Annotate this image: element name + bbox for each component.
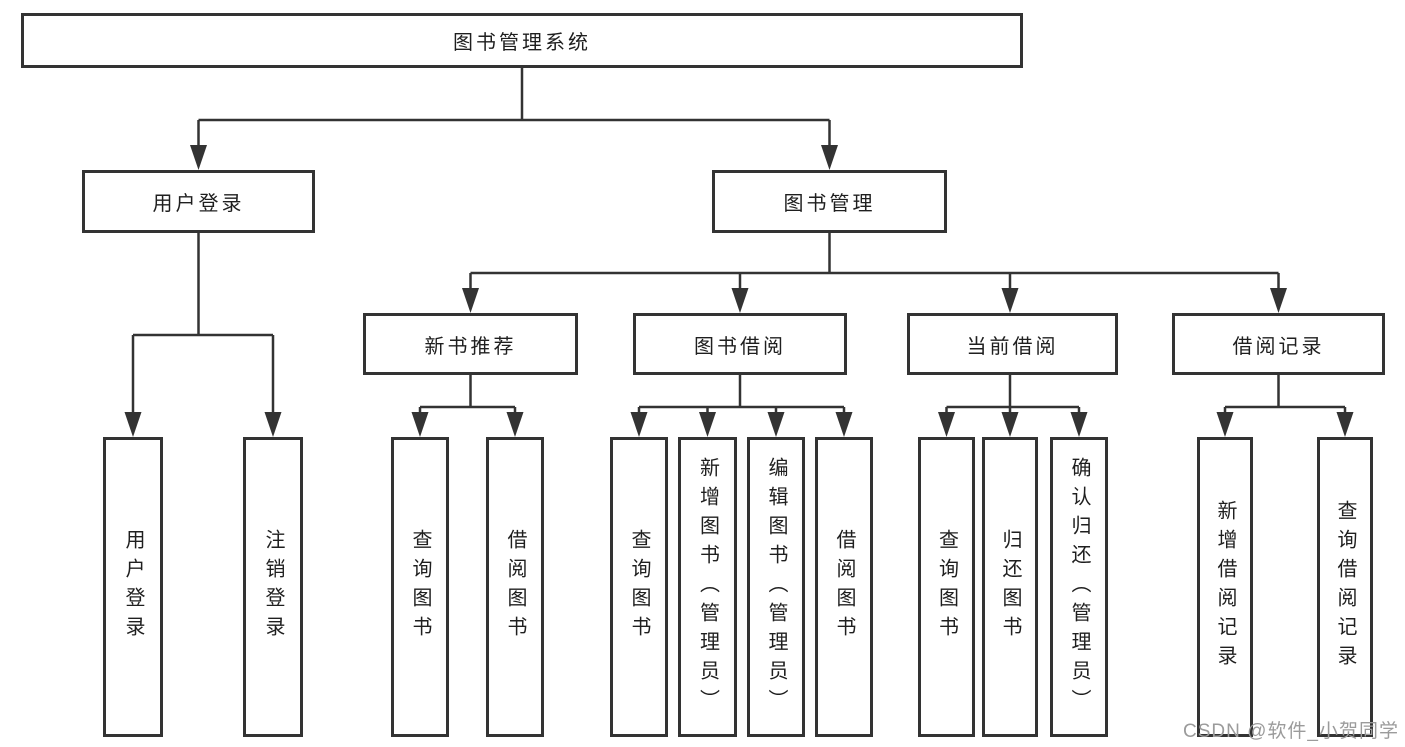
csdn-watermark: CSDN @软件_小贺同学 (1183, 721, 1399, 742)
leaf-borrow-edit-books-admin-label: 编辑图书（管理员） (765, 456, 787, 718)
node-current-borrowing: 当前借阅 (907, 313, 1118, 375)
leaf-newrec-query-books-label: 查询图书 (409, 529, 431, 645)
node-book-management: 图书管理 (712, 170, 947, 233)
node-borrowing-records-label: 借阅记录 (1232, 335, 1325, 358)
node-borrowing-records: 借阅记录 (1172, 313, 1385, 375)
leaf-current-return-books-label: 归还图书 (999, 529, 1021, 645)
leaf-current-query-books-label: 查询图书 (935, 529, 958, 645)
node-book-borrowing-label: 图书借阅 (694, 335, 786, 358)
node-new-book-recommend: 新书推荐 (363, 313, 578, 375)
leaf-current-confirm-return-admin-label: 确认归还（管理员） (1068, 456, 1090, 718)
leaf-records-add-record: 新增借阅记录 (1197, 437, 1253, 737)
leaf-logout: 注销登录 (243, 437, 303, 737)
arrowheads (124, 145, 1354, 437)
leaf-records-query-record: 查询借阅记录 (1317, 437, 1373, 737)
node-root-label: 图书管理系统 (453, 32, 591, 54)
leaf-borrow-query-books: 查询图书 (610, 437, 668, 737)
leaf-borrow-query-books-label: 查询图书 (628, 529, 650, 645)
node-current-borrowing-label: 当前借阅 (966, 335, 1059, 358)
node-root-system: 图书管理系统 (21, 13, 1023, 68)
leaf-user-login-label: 用户登录 (122, 529, 144, 645)
leaf-current-confirm-return-admin: 确认归还（管理员） (1050, 437, 1108, 737)
leaf-current-return-books: 归还图书 (982, 437, 1038, 737)
leaf-borrow-add-books-admin: 新增图书（管理员） (678, 437, 737, 737)
node-user-login-label: 用户登录 (152, 193, 245, 215)
leaf-newrec-query-books: 查询图书 (391, 437, 449, 737)
leaf-records-query-record-label: 查询借阅记录 (1334, 500, 1356, 674)
leaf-records-add-record-label: 新增借阅记录 (1214, 500, 1236, 674)
leaf-user-login: 用户登录 (103, 437, 163, 737)
leaf-borrow-borrow-books: 借阅图书 (815, 437, 873, 737)
leaf-borrow-borrow-books-label: 借阅图书 (833, 529, 855, 645)
leaf-logout-label: 注销登录 (262, 529, 284, 645)
leaf-newrec-borrow-books-label: 借阅图书 (504, 529, 526, 645)
leaf-current-query-books: 查询图书 (918, 437, 975, 737)
node-user-login: 用户登录 (82, 170, 315, 233)
leaf-newrec-borrow-books: 借阅图书 (486, 437, 544, 737)
leaf-borrow-edit-books-admin: 编辑图书（管理员） (747, 437, 805, 737)
node-book-management-label: 图书管理 (783, 193, 876, 215)
leaf-borrow-add-books-admin-label: 新增图书（管理员） (696, 456, 719, 718)
node-new-book-recommend-label: 新书推荐 (424, 335, 517, 358)
node-book-borrowing: 图书借阅 (633, 313, 847, 375)
